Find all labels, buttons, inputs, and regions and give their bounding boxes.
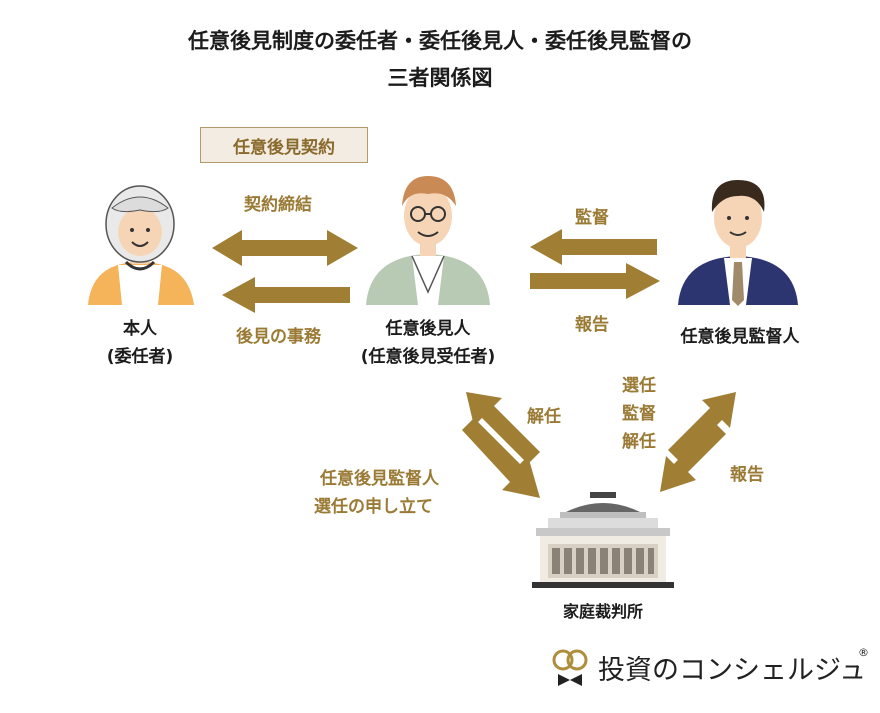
arrow-contract-double <box>212 230 358 266</box>
registered-mark: ® <box>858 646 869 659</box>
arrow-supervise-left <box>530 229 657 265</box>
diagram-title-line2: 三者関係図 <box>387 66 493 90</box>
logo-mark-icon <box>552 649 588 686</box>
arrow-report-right <box>530 263 660 299</box>
arrow-dismiss-diagonal <box>466 392 540 464</box>
label-contract: 契約締結 <box>244 195 312 215</box>
label-affairs: 後見の事務 <box>236 327 321 347</box>
guardian-name: 任意後見人 <box>385 319 471 339</box>
arrow-court-to-supervisor <box>668 392 736 462</box>
principal-role: (委任者) <box>106 347 174 367</box>
label-petition-line1: 任意後見監督人 <box>320 469 439 489</box>
label-dismiss: 解任 <box>527 407 561 427</box>
label-court-dismiss: 解任 <box>622 432 656 452</box>
logo-text: 投資のコンシェルジュ <box>598 655 867 686</box>
arrow-supervisor-to-court <box>660 422 726 492</box>
arrow-petition-diagonal <box>462 418 540 498</box>
supervisor-avatar <box>678 180 798 306</box>
label-court-supervise: 監督 <box>622 404 656 424</box>
label-court-select: 選任 <box>622 376 656 396</box>
label-report-supervisor: 報告 <box>575 315 609 335</box>
principal-avatar <box>88 185 194 305</box>
label-report-court: 報告 <box>730 465 764 485</box>
court-building-icon <box>532 492 674 588</box>
principal-name: 本人 <box>123 319 157 339</box>
contract-box: 任意後見契約 <box>200 127 368 163</box>
guardian-avatar <box>366 176 490 305</box>
diagram-title-line1: 任意後見制度の委任者・委任後見人・委任後見監督の <box>188 29 692 53</box>
court-name: 家庭裁判所 <box>562 602 643 621</box>
arrow-affairs-left <box>222 277 350 313</box>
supervisor-name: 任意後見監督人 <box>680 327 800 347</box>
guardian-role: (任意後見受任者) <box>360 347 496 367</box>
label-supervise: 監督 <box>575 208 609 228</box>
label-petition-line2: 選任の申し立て <box>314 497 433 517</box>
